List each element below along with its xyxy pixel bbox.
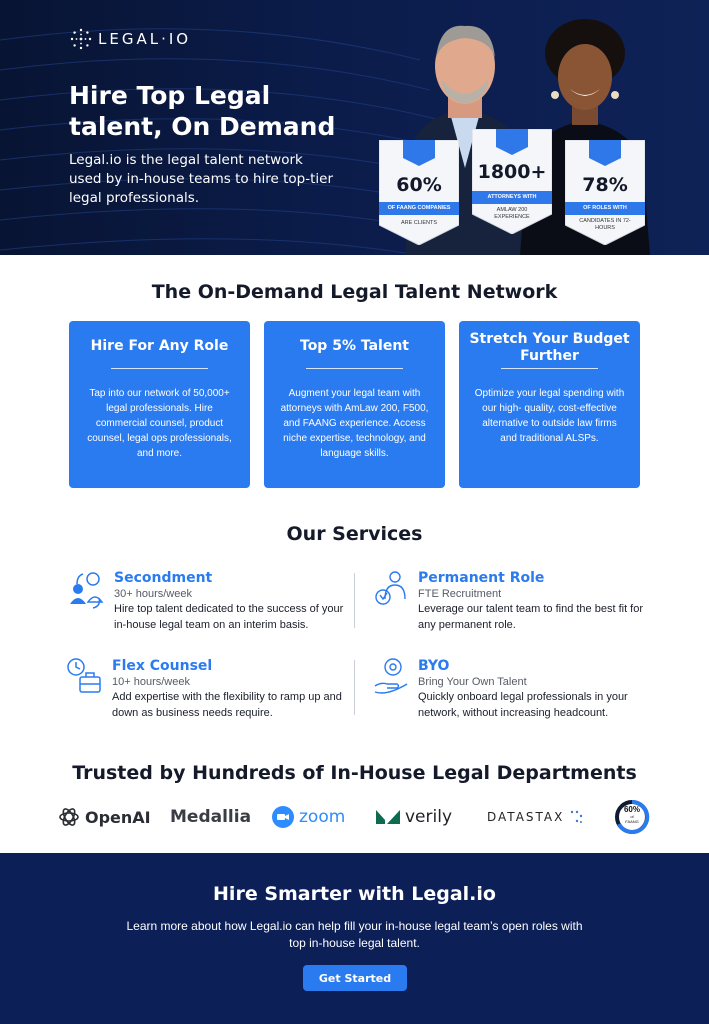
service-divider bbox=[354, 573, 355, 628]
card-title: Hire For Any Role bbox=[90, 338, 229, 354]
faang-badge-logo: 60% of FAANG bbox=[614, 799, 650, 835]
datastax-wordmark: DATASTAX bbox=[487, 810, 565, 824]
badge-band: OF FAANG COMPANIES bbox=[379, 202, 459, 215]
card-body: Augment your legal team with attorneys w… bbox=[280, 388, 429, 459]
network-title: The On-Demand Legal Talent Network bbox=[151, 281, 558, 303]
feature-card-any-role: Hire For Any Role Tap into our network o… bbox=[69, 321, 250, 488]
openai-icon bbox=[59, 808, 79, 826]
hero-background-lines bbox=[0, 28, 481, 255]
service-permanent-role: Permanent Role FTE Recruitment Leverage … bbox=[418, 569, 658, 633]
card-body: Tap into our network of 50,000+ legal pr… bbox=[87, 388, 232, 459]
badge-foot: CANDIDATES IN 72-HOURS bbox=[579, 218, 631, 231]
trusted-title: Trusted by Hundreds of In-House Legal De… bbox=[72, 762, 637, 784]
card-title: Top 5% Talent bbox=[300, 338, 409, 354]
logo-text: LEGAL·IO bbox=[98, 30, 192, 48]
logo-dots-icon bbox=[70, 28, 92, 50]
service-subtitle: 10+ hours/week bbox=[112, 676, 190, 688]
badge-band: OF ROLES WITH bbox=[565, 202, 645, 215]
service-subtitle: Bring Your Own Talent bbox=[418, 676, 527, 688]
cta-title: Hire Smarter with Legal.io bbox=[213, 883, 496, 905]
byo-icon bbox=[374, 658, 408, 694]
permanent-role-icon bbox=[375, 571, 406, 605]
service-divider bbox=[354, 660, 355, 715]
stat-badge-faang: 60% OF FAANG COMPANIES ARE CLIENTS bbox=[379, 140, 459, 245]
zoom-icon bbox=[272, 806, 294, 828]
hero-title: Hire Top Legal talent, On Demand bbox=[69, 81, 336, 141]
datastax-logo: DATASTAX bbox=[487, 800, 583, 834]
badge-foot: ARE CLIENTS bbox=[400, 220, 438, 226]
verily-wordmark: verily bbox=[405, 807, 453, 827]
verily-logo: verily bbox=[376, 800, 452, 834]
badge-shape bbox=[379, 140, 459, 245]
card-body: Optimize your legal spending with our hi… bbox=[474, 388, 625, 444]
service-description: Quickly onboard legal professionals in y… bbox=[418, 691, 628, 719]
openai-wordmark: OpenAI bbox=[85, 807, 151, 827]
verily-icon bbox=[376, 810, 400, 824]
faang-label: FAANG bbox=[625, 819, 639, 824]
services-title: Our Services bbox=[286, 523, 423, 545]
faang-ring: 60% of FAANG bbox=[614, 799, 650, 835]
badge-band: ATTORNEYS WITH bbox=[472, 191, 552, 204]
hero-subtitle: Legal.io is the legal talent network use… bbox=[69, 152, 334, 206]
hero-section: LEGAL·IO Hire Top Legal talent, On Deman… bbox=[0, 0, 709, 255]
service-byo: BYO Bring Your Own Talent Quickly onboar… bbox=[418, 657, 658, 721]
get-started-button[interactable]: Get Started bbox=[303, 965, 407, 991]
feature-card-top-talent: Top 5% Talent Augment your legal team wi… bbox=[264, 321, 445, 488]
service-name: Secondment bbox=[114, 570, 213, 586]
service-name: BYO bbox=[418, 658, 450, 674]
legalio-logo[interactable]: LEGAL·IO bbox=[70, 28, 191, 50]
badge-shape bbox=[565, 140, 645, 245]
card-divider bbox=[501, 368, 598, 369]
badge-value: 60% bbox=[396, 174, 442, 196]
badge-foot: AMLAW 200 EXPERIENCE bbox=[494, 207, 530, 220]
secondment-icon bbox=[70, 572, 104, 609]
service-description: Hire top talent dedicated to the success… bbox=[114, 603, 344, 631]
badge-value: 78% bbox=[582, 174, 628, 196]
service-description: Leverage our talent team to find the bes… bbox=[418, 603, 644, 631]
zoom-wordmark: zoom bbox=[299, 807, 346, 827]
feature-card-budget: Stretch Your Budget Further Optimize you… bbox=[459, 321, 640, 488]
service-name: Permanent Role bbox=[418, 570, 545, 586]
service-flex-counsel: Flex Counsel 10+ hours/week Add expertis… bbox=[112, 657, 352, 721]
service-description: Add expertise with the flexibility to ra… bbox=[112, 691, 342, 719]
stat-badge-roles: 78% OF ROLES WITH CANDIDATES IN 72-HOURS bbox=[565, 140, 645, 245]
stat-badge-attorneys: 1800+ ATTORNEYS WITH AMLAW 200 EXPERIENC… bbox=[472, 129, 552, 234]
card-title: Stretch Your Budget Further bbox=[469, 331, 630, 364]
service-subtitle: FTE Recruitment bbox=[418, 588, 502, 600]
faang-percent: 60% bbox=[623, 805, 640, 814]
faang-ring-icon bbox=[615, 799, 650, 834]
openai-logo: OpenAI bbox=[58, 800, 151, 834]
cta-section: Hire Smarter with Legal.io Learn more ab… bbox=[0, 853, 709, 1024]
badge-shape bbox=[472, 129, 552, 234]
datastax-dots-icon bbox=[571, 810, 583, 823]
service-subtitle: 30+ hours/week bbox=[114, 588, 192, 600]
zoom-logo: zoom bbox=[272, 800, 345, 834]
badge-value: 1800+ bbox=[477, 161, 547, 183]
flex-counsel-icon bbox=[67, 658, 101, 693]
faang-of: of bbox=[630, 814, 634, 819]
service-secondment: Secondment 30+ hours/week Hire top talen… bbox=[114, 569, 354, 633]
medallia-wordmark: Medallia bbox=[170, 807, 252, 827]
medallia-logo: Medallia bbox=[170, 800, 251, 834]
card-divider bbox=[306, 368, 403, 369]
cta-text: Learn more about how Legal.io can help f… bbox=[126, 919, 583, 950]
service-name: Flex Counsel bbox=[112, 658, 213, 674]
card-divider bbox=[111, 368, 208, 369]
